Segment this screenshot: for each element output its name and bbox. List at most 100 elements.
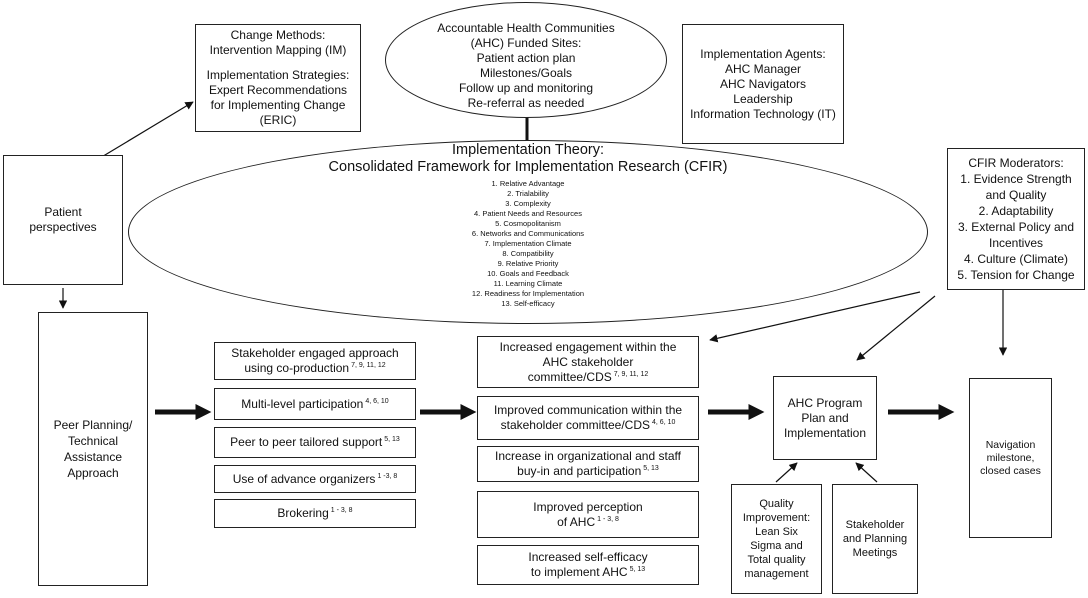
ahc-sites-line: Follow up and monitoring [458,81,594,95]
outcome-line: AHC stakeholder [542,354,634,369]
strategy-refs: 1 -3, 8 [377,472,398,480]
strategy-line: using co-production [244,361,350,375]
outcome-refs: 7, 9, 11, 12 [613,370,649,378]
qi-line: Improvement: [742,512,811,524]
patient-perspectives-line: Patient [44,205,82,219]
navigation-line: Navigation [985,438,1036,451]
strategy-refs: 5, 13 [384,436,400,443]
quality-improvement-box: Quality Improvement: Lean Six Sigma and … [731,484,822,594]
moderator-item: 1. Evidence Strength [960,172,1072,186]
agents-line: Implementation Agents: [700,46,826,61]
ahc-program-line: Implementation [783,425,867,440]
peer-planning-line: Approach [67,466,119,480]
meetings-line: Stakeholder [845,519,905,531]
navigation-line: milestone, [986,451,1035,464]
strategies-line: Expert Recommendations [208,83,348,97]
strategy-line: Peer to peer tailored support [230,435,383,449]
agents-line: AHC Manager [724,61,802,76]
outcome-line: Improved communication within the [493,403,683,417]
moderator-item: Incentives [988,236,1044,250]
ahc-program-box: AHC Program Plan and Implementation [773,376,877,460]
outcome-line: Increase in organizational and staff [495,449,681,463]
ahc-program-line: Plan and [801,410,849,425]
patient-perspectives-line: perspectives [29,220,97,234]
arrow-theory-to-outcomes [709,291,921,343]
strategy-line: Use of advance organizers [232,471,376,486]
strategies-line: for Implementing Change [210,98,346,112]
outcome-refs: 4, 6, 10 [652,419,676,426]
arrow-meetings-to-program [855,462,878,483]
cfir-construct-list: 1. Relative Advantage 2. Trialability 3.… [129,179,927,309]
moderator-item: 4. Culture (Climate) [963,252,1069,266]
cfir-moderators-box: CFIR Moderators: 1. Evidence Strength an… [947,148,1085,290]
strategies-heading: Implementation Strategies: [206,68,350,82]
outcome-line: Increased engagement within the [499,339,677,354]
navigation-box: Navigation milestone, closed cases [969,378,1052,538]
outcome-refs: 5, 13 [629,566,646,573]
ahc-sites-line: Accountable Health Communities [437,21,615,35]
strategy-refs: 7, 9, 11, 12 [351,362,386,369]
cfir-construct: 5. Cosmopolitanism [495,219,561,228]
change-methods-method: Intervention Mapping (IM) [209,43,347,57]
strategies-line: (ERIC) [259,113,297,127]
ahc-program-line: AHC Program [787,395,863,410]
peer-planning-box: Peer Planning/ Technical Assistance Appr… [38,312,148,586]
outcome-box-buy-in: Increase in organizational and staff buy… [477,446,699,482]
cfir-construct: 8. Compatibility [502,249,554,258]
theory-title: Implementation Theory: [451,142,605,158]
strategy-line: Stakeholder engaged approach [231,346,399,360]
cfir-construct: 9. Relative Priority [497,259,559,268]
implementation-agents-box: Implementation Agents: AHC Manager AHC N… [682,24,844,144]
ahc-sites-line: Re-referral as needed [467,96,585,110]
moderator-item: 5. Tension for Change [957,268,1075,282]
ahc-sites-line: (AHC) Funded Sites: [470,36,582,50]
stakeholder-meetings-box: Stakeholder and Planning Meetings [832,484,918,594]
moderator-item: 3. External Policy and [957,220,1075,234]
outcome-box-self-efficacy: Increased self-efficacy to implement AHC… [477,545,699,585]
cfir-construct: 11. Learning Climate [493,279,563,288]
qi-line: Sigma and [750,540,803,552]
change-methods-heading: Change Methods: [230,28,326,42]
outcome-box-communication: Improved communication within the stakeh… [477,396,699,440]
outcome-line: Increased self-efficacy [528,550,648,564]
peer-planning-line: Technical [67,434,119,448]
ahc-sites-line: Patient action plan [476,51,576,65]
qi-line: Total quality [747,554,806,566]
strategy-refs: 4, 6, 10 [365,397,389,405]
outcome-line: stakeholder committee/CDS [500,418,651,432]
cfir-construct: 4. Patient Needs and Resources [474,209,582,218]
outcome-refs: 1 - 3, 8 [597,515,619,523]
cfir-construct: 7. Implementation Climate [484,239,572,248]
patient-perspectives-box: Patient perspectives [3,155,123,285]
outcome-box-engagement: Increased engagement within the AHC stak… [477,336,699,388]
strategy-line: Multi-level participation [241,396,364,411]
agents-line: AHC Navigators [719,76,807,91]
cfir-construct: 12. Readiness for Implementation [471,289,585,298]
cfir-construct: 3. Complexity [505,199,551,208]
outcome-refs: 5, 13 [643,465,659,472]
meetings-line: Meetings [852,547,898,559]
moderator-item: and Quality [985,188,1047,202]
qi-line: Lean Six [755,526,798,538]
strategy-line: Brokering [277,506,329,520]
ahc-funded-sites-oval: Accountable Health Communities (AHC) Fun… [385,2,667,118]
peer-planning-line: Peer Planning/ [53,418,133,432]
strategy-box-stakeholder-engaged: Stakeholder engaged approach using co-pr… [214,342,416,380]
qi-line: management [744,568,809,580]
ahc-sites-line: Milestones/Goals [479,66,573,80]
strategy-refs: 1 - 3, 8 [330,507,353,514]
outcome-line: buy-in and participation [517,464,642,478]
cfir-construct: 10. Goals and Feedback [487,269,569,278]
arrow-theory-to-program [856,295,936,361]
cfir-construct: 6. Networks and Communications [471,229,585,238]
outcome-line: committee/CDS [527,369,612,384]
agents-line: Information Technology (IT) [690,106,836,121]
arrow-qi-to-program [775,462,798,483]
implementation-theory-oval: Implementation Theory: Consolidated Fram… [128,140,928,324]
agents-line: Leadership [733,91,793,106]
